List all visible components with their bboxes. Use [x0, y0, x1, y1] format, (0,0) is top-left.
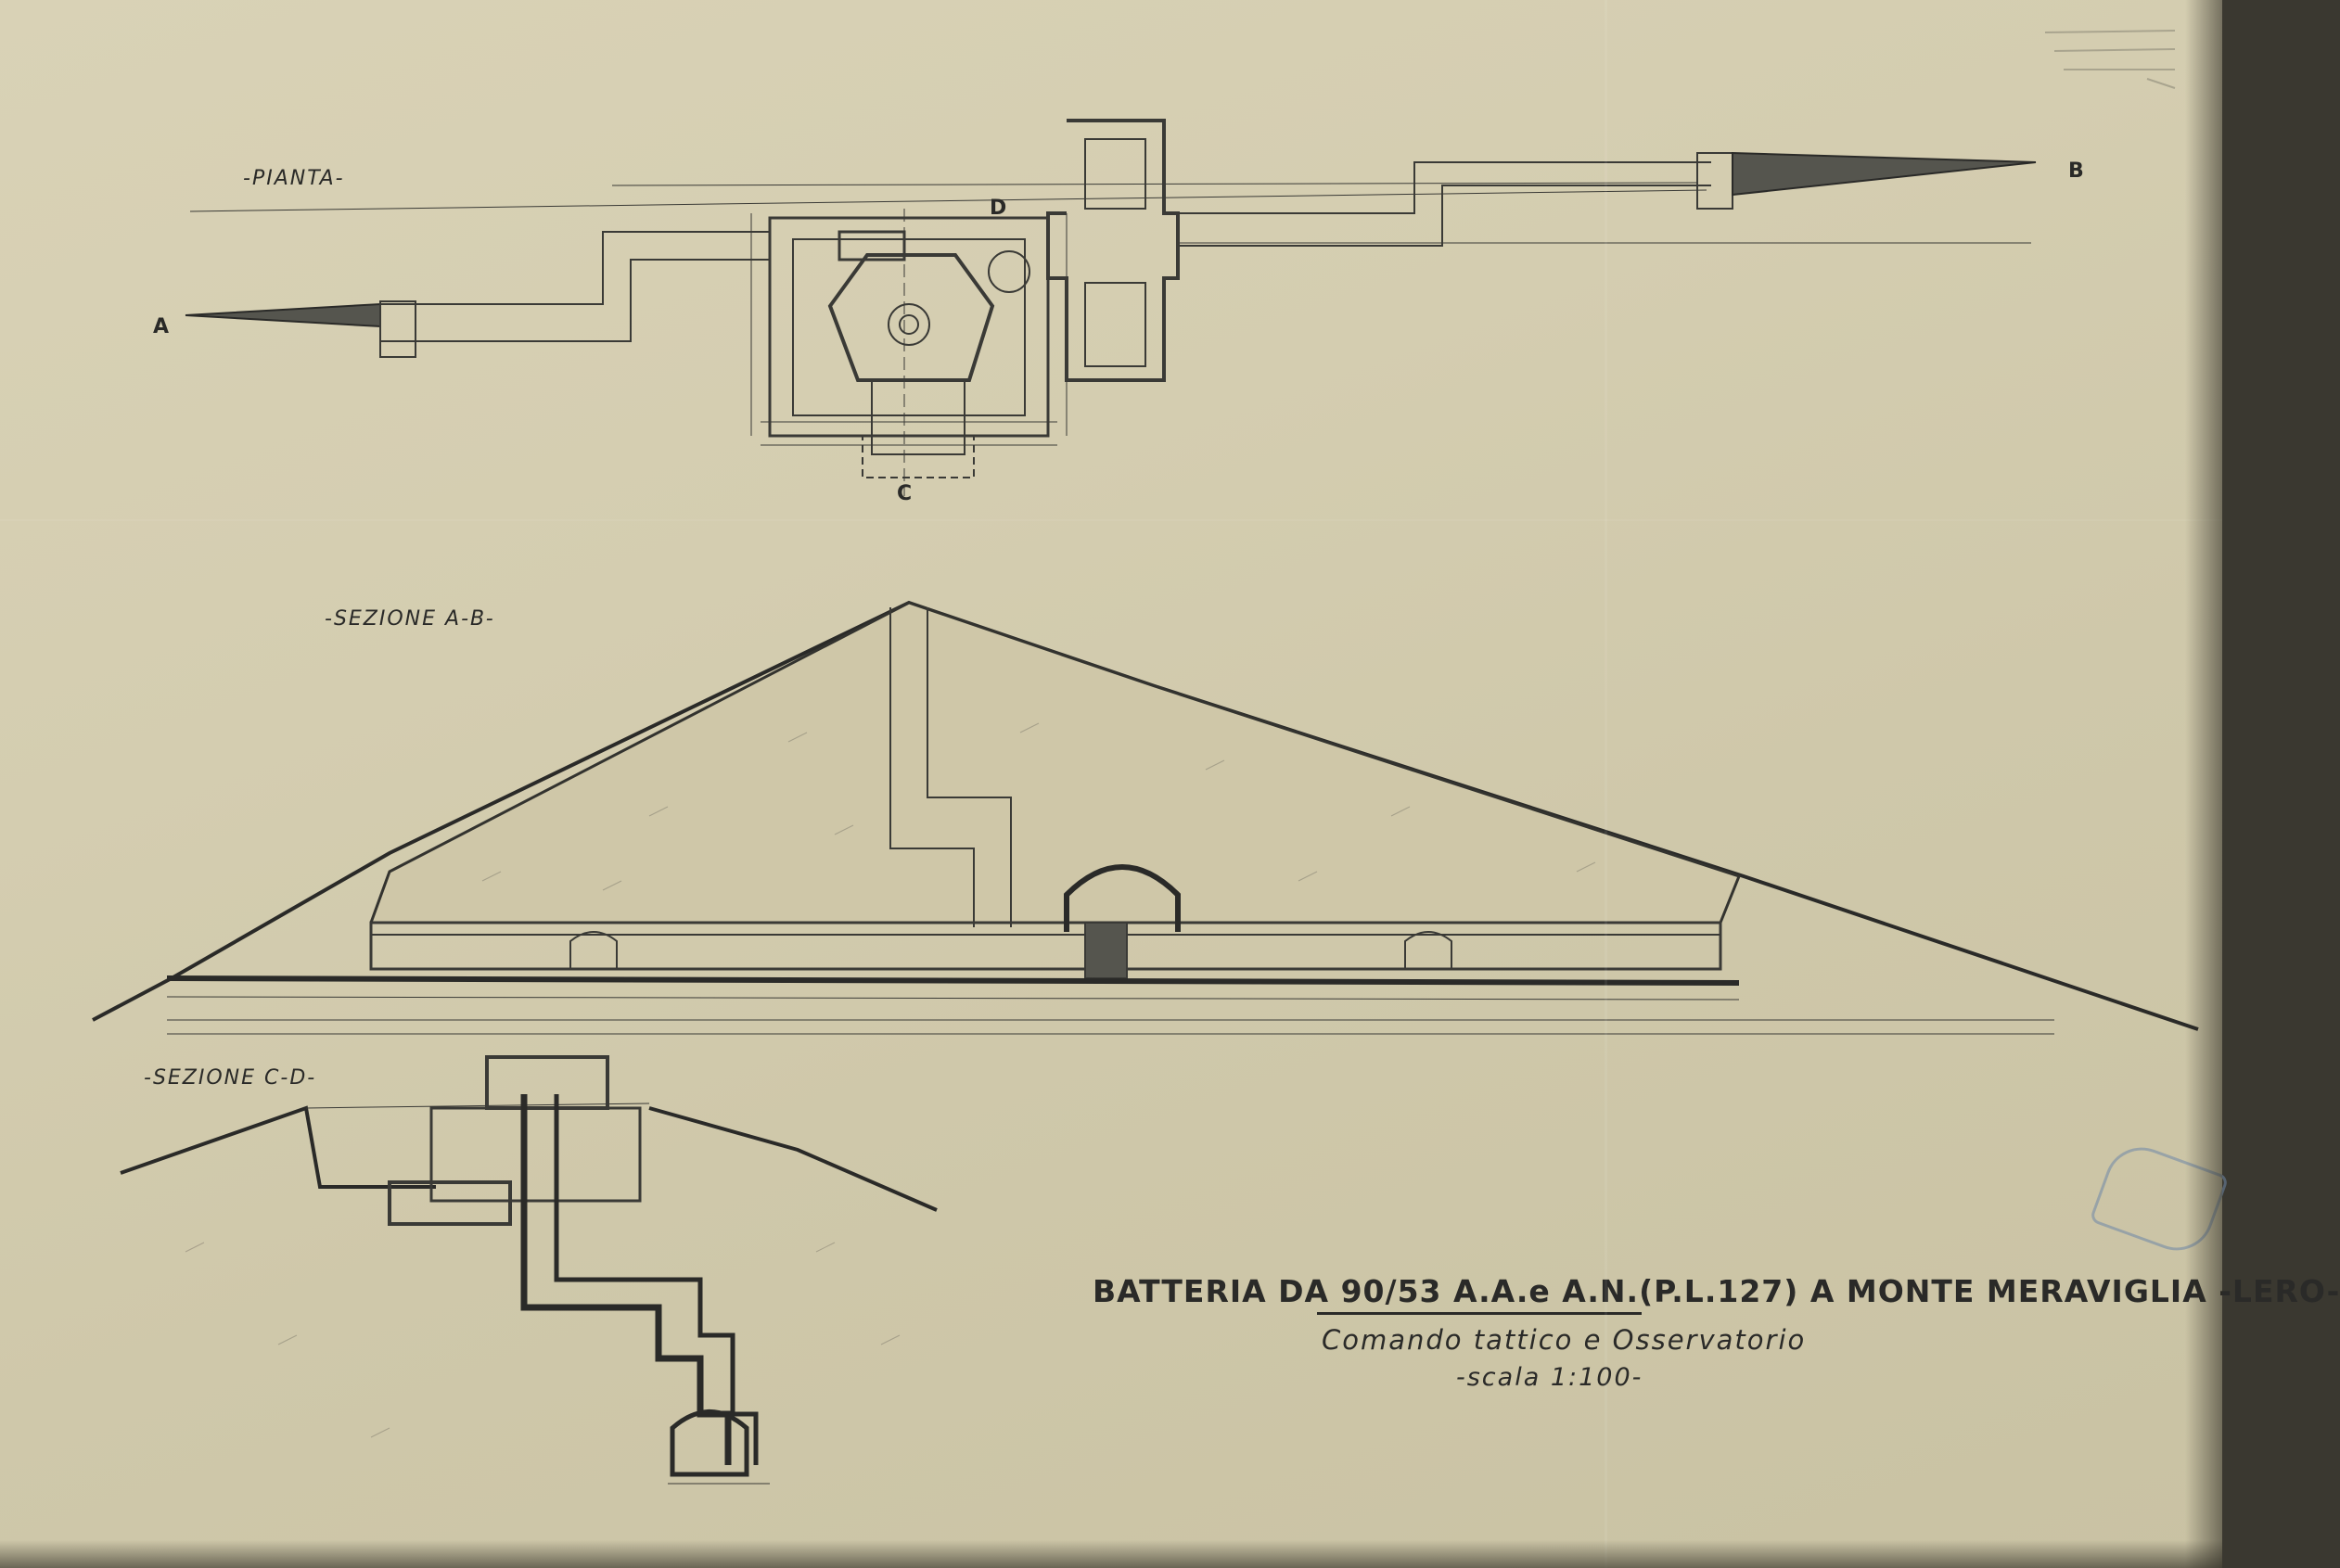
- section-ab-view: [92, 600, 2199, 1035]
- page-edge-shadow-right: [2185, 0, 2222, 1568]
- page-edge-shadow-bottom: [0, 1540, 2222, 1568]
- section-cd-view: [120, 1055, 938, 1485]
- plan-central-block-inner: [792, 238, 1026, 416]
- plan-left-corridor-inner: [380, 259, 770, 342]
- plan-octagon-room: [827, 253, 995, 382]
- marker-d: D: [990, 197, 1007, 220]
- plan-left-portal: [379, 300, 416, 358]
- section-cd-ground-left: [120, 1105, 436, 1189]
- section-cd-upper-room: [429, 1106, 642, 1203]
- section-cd-label: -SEZIONE C-D-: [144, 1066, 317, 1090]
- section-cd-lower-room: [388, 1180, 512, 1226]
- section-ab-base: [166, 975, 1740, 986]
- section-ab-gallery: [369, 921, 1722, 971]
- section-ab-fill-shape: [369, 601, 1741, 924]
- hatching: [185, 722, 1596, 1438]
- section-ab-shaft-left: [889, 607, 975, 927]
- plan-right-corridor-outer: [1178, 161, 1711, 214]
- plan-entrance-block: [871, 379, 965, 455]
- plan-central-well: [888, 303, 930, 346]
- marker-b: B: [2068, 159, 2084, 183]
- title-underline: [1317, 1312, 1642, 1315]
- section-cd-observatory: [485, 1055, 609, 1110]
- plan-right-corridor-inner: [1178, 185, 1711, 247]
- section-cd-shaft-inner: [554, 1094, 759, 1465]
- plan-annex-outer: [1046, 119, 1180, 382]
- section-ab-shaft-right: [927, 607, 1012, 927]
- section-ab-label: -SEZIONE A-B-: [325, 607, 495, 631]
- plan-central-well-inner: [899, 314, 919, 335]
- section-cd-ground-right: [648, 1106, 938, 1212]
- plan-view: [185, 119, 2037, 496]
- technical-drawing: [92, 119, 2199, 1485]
- plan-left-trench: [185, 302, 381, 328]
- section-cd-bottom-chamber: [670, 1409, 749, 1477]
- plan-view-label: -PIANTA-: [243, 167, 345, 190]
- section-ab-arch: [1064, 864, 1181, 932]
- drawing-subtitle: Comando tattico e Osservatorio: [1322, 1324, 1807, 1356]
- fold-crease: [1605, 0, 1607, 1568]
- plan-stair-well: [988, 250, 1030, 293]
- plan-entrance-lower: [862, 435, 975, 478]
- marker-c: C: [897, 482, 913, 505]
- marker-a: A: [153, 315, 170, 338]
- drawing-scale: -scala 1:100-: [1456, 1363, 1643, 1392]
- archive-stamp-top-right: [2044, 30, 2176, 89]
- plan-annex-room-bottom: [1084, 282, 1146, 367]
- fold-crease: [0, 519, 2222, 521]
- drawing-title: BATTERIA DA 90/53 A.A.e A.N.(P.L.127) A …: [1093, 1273, 2340, 1309]
- plan-central-block-outer: [768, 216, 1050, 438]
- plan-left-corridor-outer: [380, 231, 770, 305]
- section-ab-doorway: [1084, 922, 1128, 979]
- plan-right-trench: [1732, 151, 2037, 197]
- plan-annex-room-top: [1084, 138, 1146, 210]
